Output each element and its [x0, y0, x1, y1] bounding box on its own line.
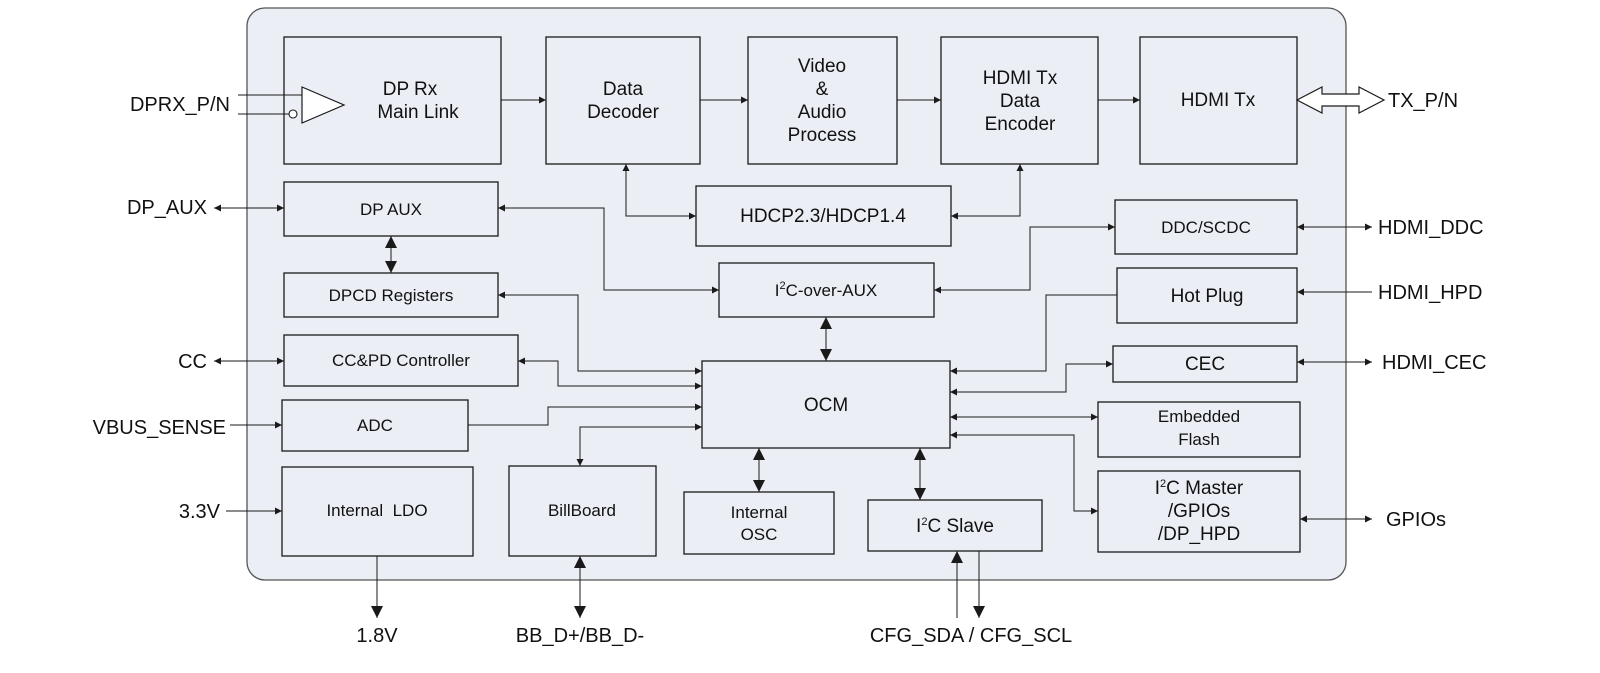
dpcd-registers-block: DPCD Registers	[283, 272, 499, 318]
svg-text:Flash: Flash	[1178, 430, 1220, 449]
svg-text:OCM: OCM	[804, 395, 848, 416]
dp-aux-pin-label: DP_AUX	[127, 197, 207, 219]
connections	[214, 86, 1386, 618]
cc-pin-label: CC	[178, 351, 207, 373]
billboard-ocm-link	[576, 423, 702, 466]
i2c-over-aux-label: I2C-over-AUX	[775, 280, 877, 300]
svg-text:Internal LDO: Internal LDO	[326, 501, 427, 520]
svg-text:BillBoard: BillBoard	[548, 501, 616, 520]
svg-text:Decoder: Decoder	[587, 102, 659, 123]
svg-text:Internal: Internal	[731, 503, 788, 522]
svg-text:Process: Process	[788, 125, 857, 146]
i2c-master-label: I2C Master	[1155, 478, 1244, 499]
ocm-block: OCM	[701, 360, 951, 449]
svg-text:&: &	[816, 79, 829, 100]
svg-text:/GPIOs: /GPIOs	[1168, 501, 1230, 522]
ddc-scdc-block: DDC/SCDC	[1114, 199, 1298, 255]
tx-pin-label: TX_P/N	[1388, 90, 1458, 112]
svg-text:OSC: OSC	[741, 525, 778, 544]
inverting-input-bubble	[288, 109, 298, 119]
embedded-flash-block: Embedded Flash	[1097, 401, 1301, 458]
hdcp-block: HDCP2.3/HDCP1.4	[695, 185, 952, 247]
receiver-buffer-symbol	[301, 86, 346, 124]
i2cmaster-ocm-link	[950, 431, 1098, 515]
v33-pin-label: 3.3V	[179, 501, 221, 523]
internal-osc-block: Internal OSC	[683, 491, 835, 555]
svg-text:DP AUX: DP AUX	[360, 200, 422, 219]
i2c-slave-block: I2C Slave	[867, 499, 1043, 552]
i2c-slave-label: I2C Slave	[916, 516, 994, 537]
ccpd-ocm-link	[518, 357, 702, 390]
hdmi-tx-data-encoder-block: HDMI Tx Data Encoder	[940, 36, 1099, 165]
svg-text:Video: Video	[798, 56, 846, 77]
svg-text:Encoder: Encoder	[985, 114, 1056, 135]
hdmi-ddc-pin-label: HDMI_DDC	[1378, 217, 1484, 239]
billboard-block: BillBoard	[508, 465, 657, 557]
dp-rx-main-link-block: DP Rx Main Link	[283, 36, 502, 165]
svg-text:/DP_HPD: /DP_HPD	[1158, 524, 1240, 545]
dprx-pin-label: DPRX_P/N	[130, 94, 230, 116]
dp-rx-label: DP Rx	[383, 79, 438, 100]
svg-text:DDC/SCDC: DDC/SCDC	[1161, 218, 1251, 237]
i2c-master-gpios-block: I2C Master /GPIOs /DP_HPD	[1097, 470, 1301, 553]
data-decoder-block: Data Decoder	[545, 36, 701, 165]
hot-plug-block: Hot Plug	[1116, 267, 1298, 324]
svg-text:Data: Data	[603, 79, 644, 100]
svg-text:Hot Plug: Hot Plug	[1171, 286, 1244, 307]
svg-text:HDMI Tx: HDMI Tx	[983, 68, 1058, 89]
hdmi-cec-pin-label: HDMI_CEC	[1382, 352, 1486, 374]
bb-pin-label: BB_D+/BB_D-	[516, 625, 644, 647]
hdmi-hpd-pin-label: HDMI_HPD	[1378, 282, 1482, 304]
tx-bidirectional-arrow	[1295, 86, 1386, 114]
svg-text:HDCP2.3/HDCP1.4: HDCP2.3/HDCP1.4	[740, 206, 906, 227]
i2c-over-aux-block: I2C-over-AUX	[718, 262, 935, 318]
gpios-pin-label: GPIOs	[1386, 509, 1446, 531]
main-link-label: Main Link	[377, 102, 459, 123]
dpaux-i2caux-link	[498, 204, 719, 294]
hdcp-encoder-link	[951, 164, 1024, 220]
pin-labels: DPRX_P/N DP_AUX CC VBUS_SENSE 3.3V 1.8V …	[93, 90, 1487, 647]
dp-aux-block: DP AUX	[283, 181, 499, 237]
vbus-sense-pin-label: VBUS_SENSE	[93, 417, 226, 439]
adc-block: ADC	[281, 399, 469, 452]
adc-ocm-link	[468, 403, 702, 426]
video-audio-process-block: Video & Audio Process	[747, 36, 898, 165]
cec-ocm-link	[950, 360, 1113, 396]
svg-text:DPCD Registers: DPCD Registers	[329, 286, 454, 305]
cfg-pin-label: CFG_SDA / CFG_SCL	[870, 625, 1072, 647]
svg-text:CC&PD Controller: CC&PD Controller	[332, 351, 470, 370]
i2caux-ddc-link	[934, 223, 1115, 294]
internal-ldo-block: Internal LDO	[281, 466, 474, 557]
hdmi-tx-block: HDMI Tx	[1139, 36, 1298, 165]
cec-block: CEC	[1112, 345, 1298, 383]
svg-text:Audio: Audio	[798, 102, 847, 123]
svg-text:ADC: ADC	[357, 416, 393, 435]
svg-text:CEC: CEC	[1185, 354, 1225, 375]
svg-text:Data: Data	[1000, 91, 1041, 112]
svg-text:Embedded: Embedded	[1158, 407, 1240, 426]
svg-text:HDMI Tx: HDMI Tx	[1181, 90, 1256, 111]
cc-pd-controller-block: CC&PD Controller	[283, 334, 519, 387]
v18-pin-label: 1.8V	[356, 625, 398, 647]
